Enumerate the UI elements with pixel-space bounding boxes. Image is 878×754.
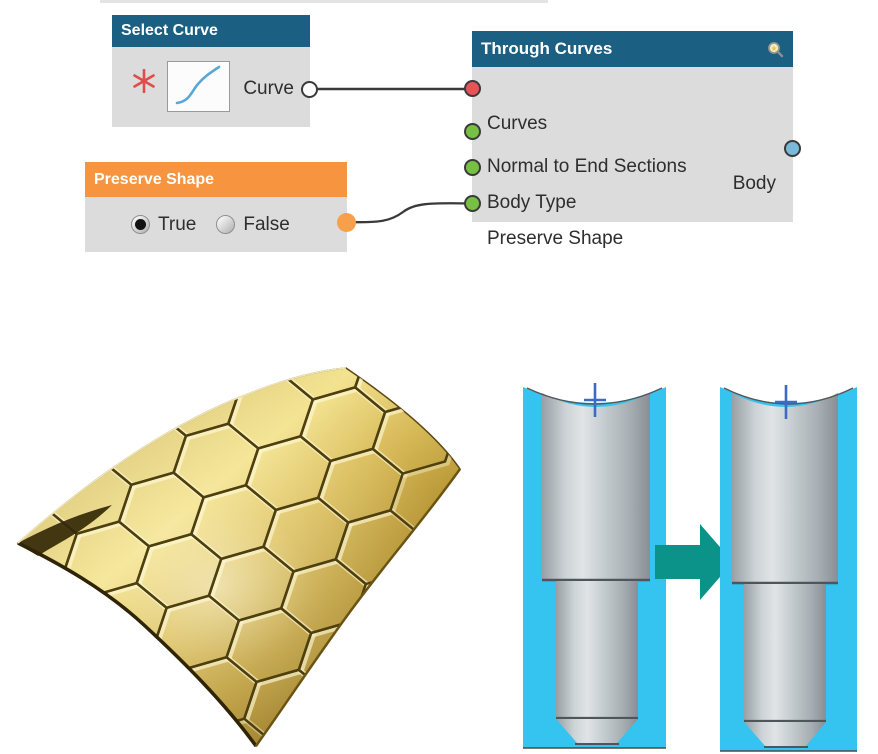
port-curve-output[interactable] bbox=[301, 81, 318, 98]
cylinder-tip bbox=[556, 719, 638, 744]
node-select-curve-header[interactable]: Select Curve bbox=[112, 15, 310, 47]
radio-true-button[interactable] bbox=[131, 215, 150, 234]
input-port-label-curves: Curves bbox=[487, 113, 548, 134]
node-through-curves-header[interactable]: Through Curves bbox=[472, 31, 793, 67]
node-select-curve-body: Curve bbox=[112, 47, 310, 127]
datum-cross-icon bbox=[775, 385, 797, 419]
port-curves-input[interactable] bbox=[464, 80, 481, 97]
magnifier-icon[interactable] bbox=[767, 41, 784, 58]
node-select-curve-title: Select Curve bbox=[121, 22, 218, 39]
input-port-label-normal-to-end-sections: Normal to End Sections bbox=[487, 156, 687, 177]
before-cylinder-panel bbox=[523, 371, 666, 749]
cylinder-tip bbox=[744, 722, 826, 747]
radio-option-true[interactable]: True bbox=[131, 214, 196, 236]
port-body-type-input[interactable] bbox=[464, 159, 481, 176]
port-preserve-shape-output[interactable] bbox=[337, 213, 356, 232]
node-preserve-shape-title: Preserve Shape bbox=[94, 170, 215, 188]
node-preserve-shape[interactable]: Preserve Shape True False bbox=[85, 162, 347, 252]
port-preserve-shape-input[interactable] bbox=[464, 195, 481, 212]
cylinder-narrow-section bbox=[556, 581, 638, 718]
required-asterisk-icon bbox=[133, 69, 155, 93]
datum-cross-icon bbox=[584, 383, 606, 417]
node-through-curves[interactable]: Through Curves Curves Normal to End Sect… bbox=[472, 31, 793, 249]
transform-right-arrow-icon bbox=[655, 524, 733, 600]
cylinder-wide-section bbox=[732, 393, 838, 583]
cylinder-narrow-section bbox=[744, 584, 826, 721]
input-port-label-preserve-shape: Preserve Shape bbox=[487, 228, 624, 249]
after-cylinder-panel bbox=[720, 371, 857, 752]
node-through-curves-body: Curves Normal to End Sections Body Type … bbox=[472, 67, 793, 249]
radio-option-false[interactable]: False bbox=[216, 213, 290, 236]
node-select-curve[interactable]: Select Curve Curve bbox=[112, 15, 310, 127]
radio-true-label: True bbox=[158, 213, 197, 235]
port-body-output[interactable] bbox=[784, 140, 801, 157]
node-preserve-shape-body: True False bbox=[85, 197, 347, 252]
port-normal-to-end-sections-input[interactable] bbox=[464, 123, 481, 140]
radio-false-label: False bbox=[243, 213, 290, 235]
gold-hexagon-surface-render bbox=[16, 367, 462, 748]
node-preserve-shape-header[interactable]: Preserve Shape bbox=[85, 162, 347, 197]
curve-preview-icon[interactable] bbox=[167, 61, 230, 112]
radio-false-button[interactable] bbox=[216, 215, 236, 234]
preserve-shape-radio-group: True False bbox=[131, 214, 290, 236]
cylinder-wide-section bbox=[542, 393, 650, 580]
output-port-label-body: Body bbox=[732, 173, 776, 194]
cropped-element-edge bbox=[100, 0, 548, 3]
wire-preserveshape-to-input[interactable] bbox=[345, 202, 473, 224]
node-through-curves-title: Through Curves bbox=[481, 39, 613, 58]
output-port-label-curve: Curve bbox=[243, 78, 294, 99]
input-port-label-body-type: Body Type bbox=[487, 192, 577, 213]
